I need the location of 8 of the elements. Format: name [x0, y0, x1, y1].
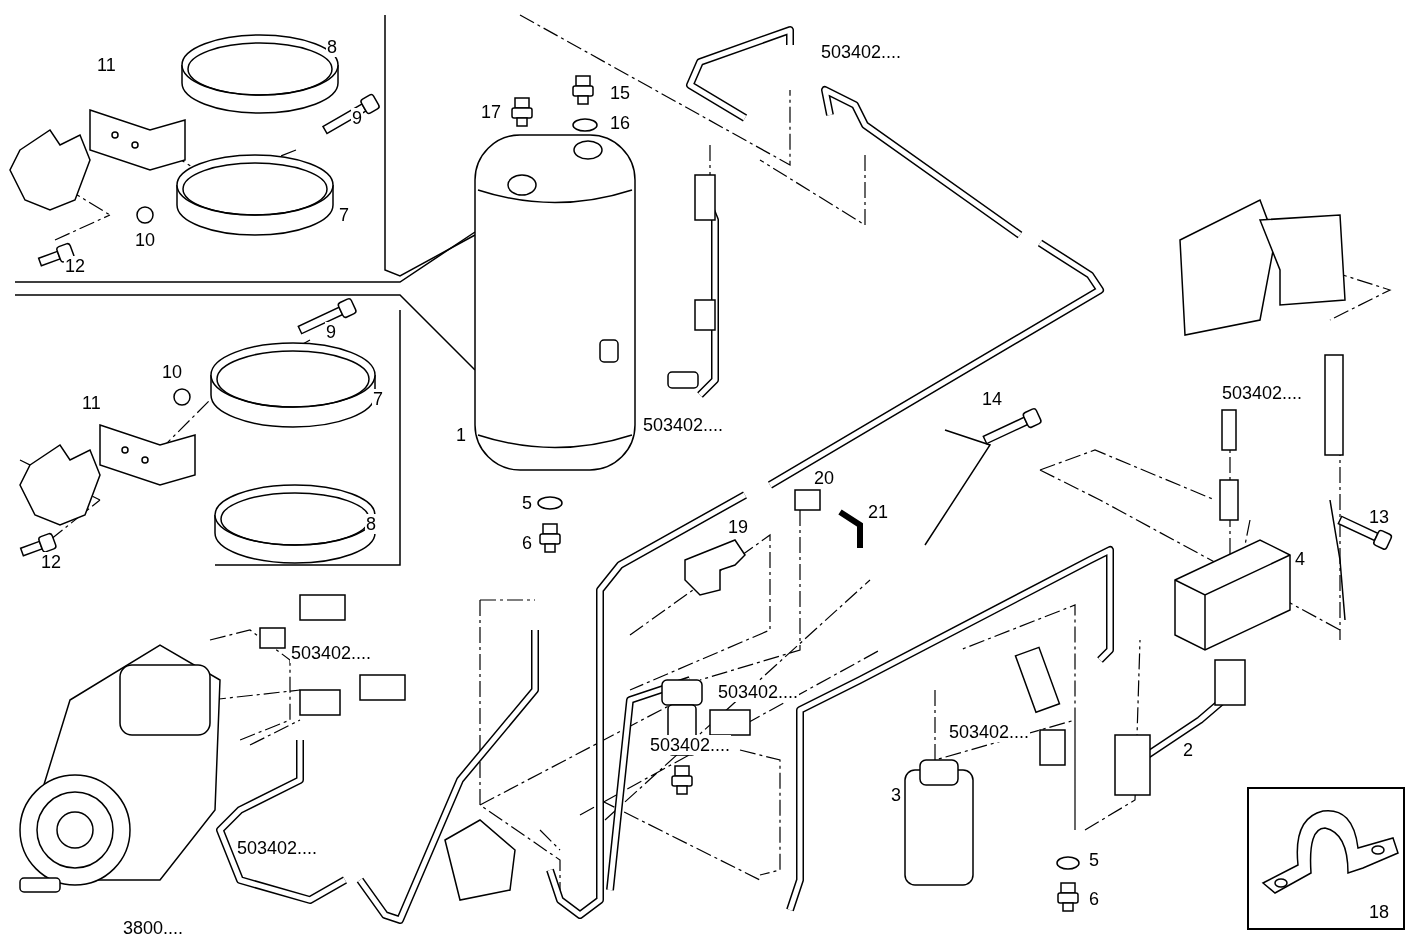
callout-number: 503402....	[948, 722, 1031, 742]
callout-number: 18	[1368, 902, 1389, 922]
inset-frame	[1247, 787, 1405, 930]
callout-number: 503402....	[290, 643, 373, 663]
callout-number: 8	[365, 514, 377, 534]
callout-number: 503402....	[717, 682, 800, 702]
callout-number: 503402....	[649, 735, 732, 755]
callout-number: 8	[326, 37, 338, 57]
